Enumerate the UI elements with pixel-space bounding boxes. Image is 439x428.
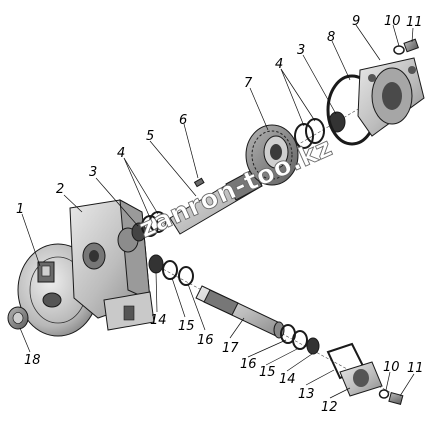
callout-14-left: 14 (150, 313, 167, 328)
callout-13: 13 (298, 387, 315, 402)
callout-18: 18 (24, 353, 41, 368)
pump-housing-part (69, 199, 155, 331)
callout-10-bottom: 10 (383, 360, 400, 375)
callout-3-left: 3 (89, 165, 97, 180)
callout-4-left: 4 (117, 146, 125, 161)
seal-rings-left (131, 211, 167, 242)
callout-15-right: 15 (259, 365, 276, 380)
callout-5: 5 (146, 129, 154, 144)
callout-labels: 1 2 3 4 5 6 7 4 3 8 9 10 11 14 15 16 17 … (16, 14, 424, 415)
bolt-18-part (7, 306, 29, 330)
key-part (193, 177, 205, 188)
bolt-bottom-part (378, 389, 404, 405)
gear-part (245, 124, 299, 186)
driven-shaft-part (195, 285, 285, 339)
seal-rings-right (294, 111, 346, 149)
rings-left-lower (148, 254, 194, 286)
callout-6: 6 (179, 113, 187, 128)
callout-3-right: 3 (297, 43, 305, 58)
callout-7: 7 (244, 76, 253, 91)
watermark-text: zanron-too.kz (135, 132, 337, 244)
callout-8: 8 (327, 30, 335, 45)
callout-11-bottom: 11 (407, 361, 424, 376)
callout-16-right: 16 (240, 357, 257, 372)
callout-11-top: 11 (406, 15, 423, 30)
callout-2: 2 (56, 182, 64, 197)
small-cover-part (339, 361, 383, 397)
drive-shaft-part (169, 168, 264, 235)
rings-right-lower (280, 324, 320, 355)
callout-16-left: 16 (197, 333, 214, 348)
callout-12: 12 (321, 400, 338, 415)
callout-15-left: 15 (178, 319, 195, 334)
callout-17: 17 (222, 341, 239, 356)
leader-lines (19, 24, 415, 399)
callout-4-right: 4 (275, 57, 283, 72)
callout-14-right: 14 (279, 372, 296, 387)
callout-10-top: 10 (384, 14, 401, 29)
end-cover-part (357, 57, 425, 137)
callout-1: 1 (16, 202, 24, 217)
callout-9: 9 (352, 14, 360, 29)
